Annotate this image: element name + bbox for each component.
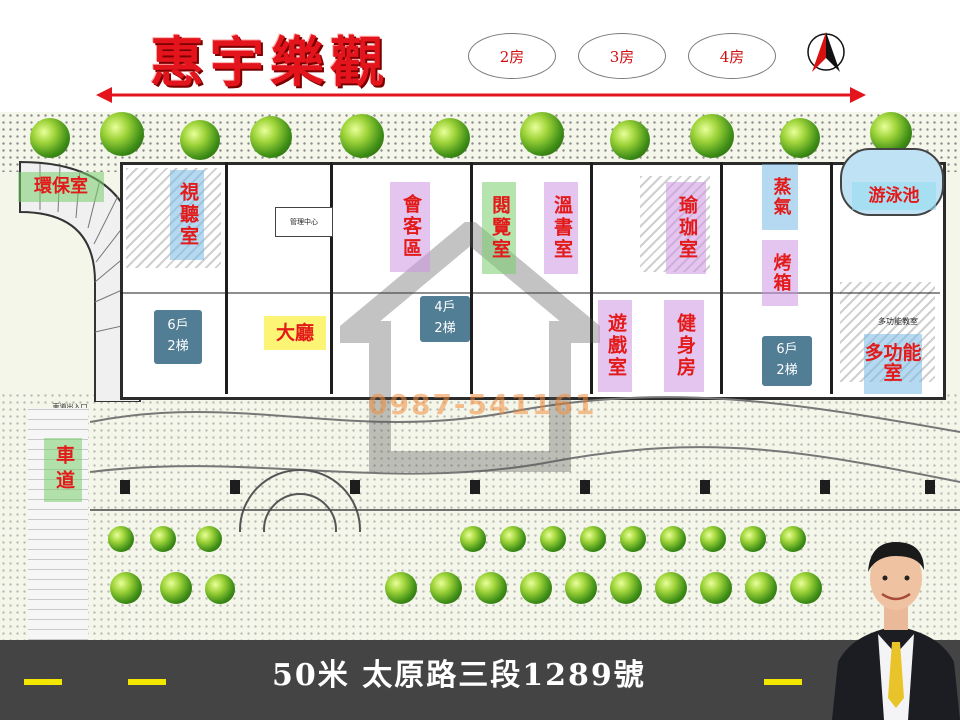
tree: [460, 526, 486, 552]
elevator-units: 6戶: [167, 318, 189, 334]
tree: [700, 572, 732, 604]
room-study: 溫書室: [544, 182, 578, 274]
tree: [610, 572, 642, 604]
north-arrow-icon: [807, 32, 845, 72]
pillar: [925, 480, 935, 494]
tree: [475, 572, 507, 604]
tree: [745, 572, 777, 604]
address-number: 1289: [522, 658, 614, 693]
tree: [660, 526, 686, 552]
tree: [740, 526, 766, 552]
road-dash: [128, 679, 166, 685]
wall: [590, 162, 593, 394]
multi-room-small-label: 多功能教室: [878, 317, 918, 326]
room-game: 遊戲室: [598, 300, 632, 392]
room-type-3br: 3房: [578, 33, 666, 79]
tree: [385, 572, 417, 604]
tree: [30, 118, 70, 158]
room-theater: 視聽室: [170, 170, 204, 260]
room-driveway: 車道: [44, 438, 82, 502]
garden-paths: [90, 396, 960, 532]
room-env: 環保室: [18, 172, 104, 202]
pillar: [230, 480, 240, 494]
elevator-core-a: 6戶 2梯: [154, 310, 202, 364]
tree: [790, 572, 822, 604]
tree: [430, 572, 462, 604]
project-title: 惠宇樂觀: [150, 30, 390, 94]
pillar: [700, 480, 710, 494]
elevator-lifts: 2梯: [776, 363, 798, 378]
tree: [610, 120, 650, 160]
room-lounge: 會客區: [390, 182, 430, 272]
room-sauna: 烤箱: [762, 240, 798, 306]
tree: [180, 120, 220, 160]
address-text: 50米 太原路三段1289號: [272, 650, 646, 694]
site-plan: 管理中心 多功能教室 車道出入口: [0, 112, 960, 640]
tree: [780, 526, 806, 552]
wall: [120, 292, 940, 294]
tree: [655, 572, 687, 604]
pillar: [820, 480, 830, 494]
tree: [150, 526, 176, 552]
room-reading: 閱覽室: [482, 182, 516, 274]
tree: [520, 112, 564, 156]
pillar: [350, 480, 360, 494]
elevator-core-c: 6戶 2梯: [762, 336, 812, 386]
tree: [700, 526, 726, 552]
house-watermark-icon: [340, 222, 600, 472]
wall: [830, 162, 833, 394]
tree: [690, 114, 734, 158]
pillar: [580, 480, 590, 494]
tree: [580, 526, 606, 552]
room-gym: 健身房: [664, 300, 704, 392]
room-lobby: 大廳: [264, 316, 326, 350]
wall: [470, 162, 473, 394]
room-type-4br: 4房: [688, 33, 776, 79]
room-type-2br: 2房: [468, 33, 556, 79]
tree: [110, 572, 142, 604]
pillar: [470, 480, 480, 494]
wall: [720, 162, 723, 394]
tree: [196, 526, 222, 552]
room-yoga: 瑜珈室: [666, 182, 706, 274]
tree: [160, 572, 192, 604]
mgmt-center-label: 管理中心: [275, 207, 333, 237]
tree: [540, 526, 566, 552]
address-prefix: 50米 太原路三段: [272, 658, 523, 693]
tree: [500, 526, 526, 552]
tree: [100, 112, 144, 156]
tree: [565, 572, 597, 604]
elevator-lifts: 2梯: [167, 339, 189, 354]
frontage-arrow-icon: [96, 87, 866, 103]
elevator-units: 6戶: [776, 342, 798, 358]
address-suffix: 號: [613, 658, 646, 693]
pillar: [120, 480, 130, 494]
wall: [225, 162, 228, 394]
tree: [620, 526, 646, 552]
road-dash: [24, 679, 62, 685]
tree: [250, 116, 292, 158]
room-multi: 多功能室: [864, 334, 922, 394]
tree: [780, 118, 820, 158]
tree: [108, 526, 134, 552]
elevator-lifts: 2梯: [434, 321, 456, 336]
wall: [330, 162, 333, 394]
road-dash: [764, 679, 802, 685]
tree: [870, 112, 912, 154]
tree: [430, 118, 470, 158]
elevator-core-b: 4戶 2梯: [420, 296, 470, 342]
room-pool: 游泳池: [852, 182, 936, 210]
entrance-label: 車道出入口: [52, 403, 88, 411]
elevator-units: 4戶: [434, 300, 456, 316]
tree: [205, 574, 235, 604]
phone-watermark: 0987-541161: [368, 388, 597, 421]
tree: [340, 114, 384, 158]
agent-portrait: [832, 542, 960, 720]
room-steam: 蒸氣: [762, 164, 798, 230]
tree: [520, 572, 552, 604]
